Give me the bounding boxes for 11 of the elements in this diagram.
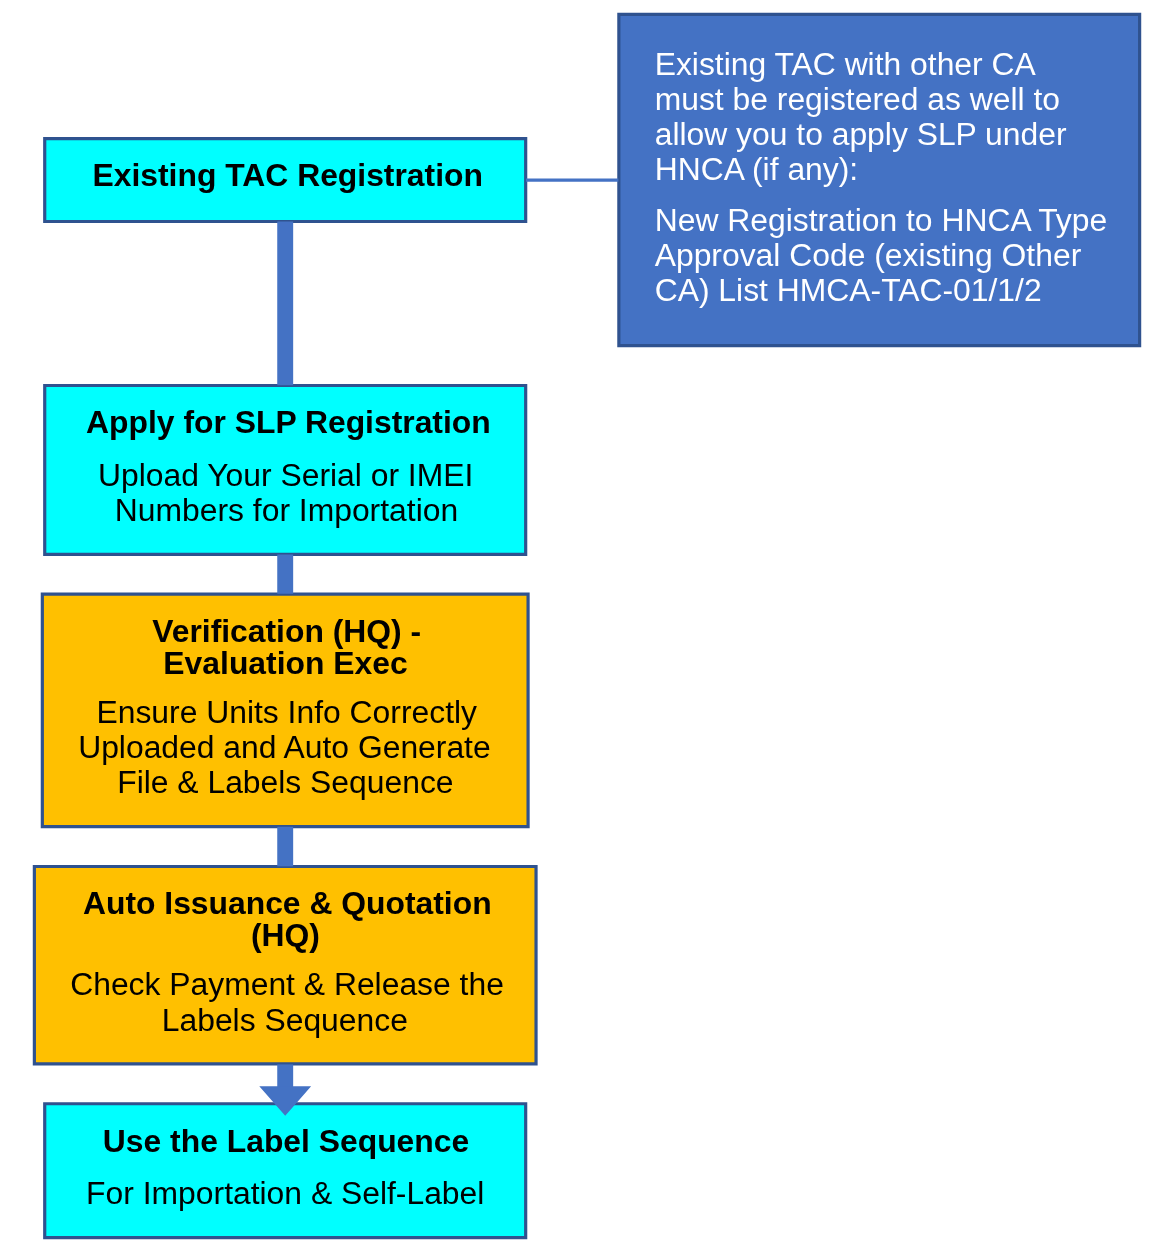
connector — [276, 826, 293, 867]
node-box: Verification (HQ) - Evaluation Exec Ensure Units Info Correctly Uploaded and Auto Generate File & Labels Sequence — [40, 592, 530, 829]
node-box: Auto Issuance & Quotation (HQ) Check Payment & Release the Labels Sequence — [32, 864, 538, 1066]
node-box: Apply for SLP Registration Upload Your Serial or IMEI Numbers for Importation — [42, 383, 527, 556]
node-box: Existing TAC Registration — [42, 137, 527, 224]
connector — [276, 554, 293, 594]
connector — [525, 178, 618, 182]
connector — [276, 221, 293, 386]
node-box: Use the Label Sequence For Importation & Self-Label — [42, 1102, 527, 1240]
node-box: Existing TAC with other CA must be registered as well to allow you to apply SLP under HNCA (if any): New Registration to HNCA Type Approval Code (existing Other CA) List HMCA-TAC-01/1/2 — [616, 12, 1141, 348]
arrow — [258, 1064, 311, 1116]
